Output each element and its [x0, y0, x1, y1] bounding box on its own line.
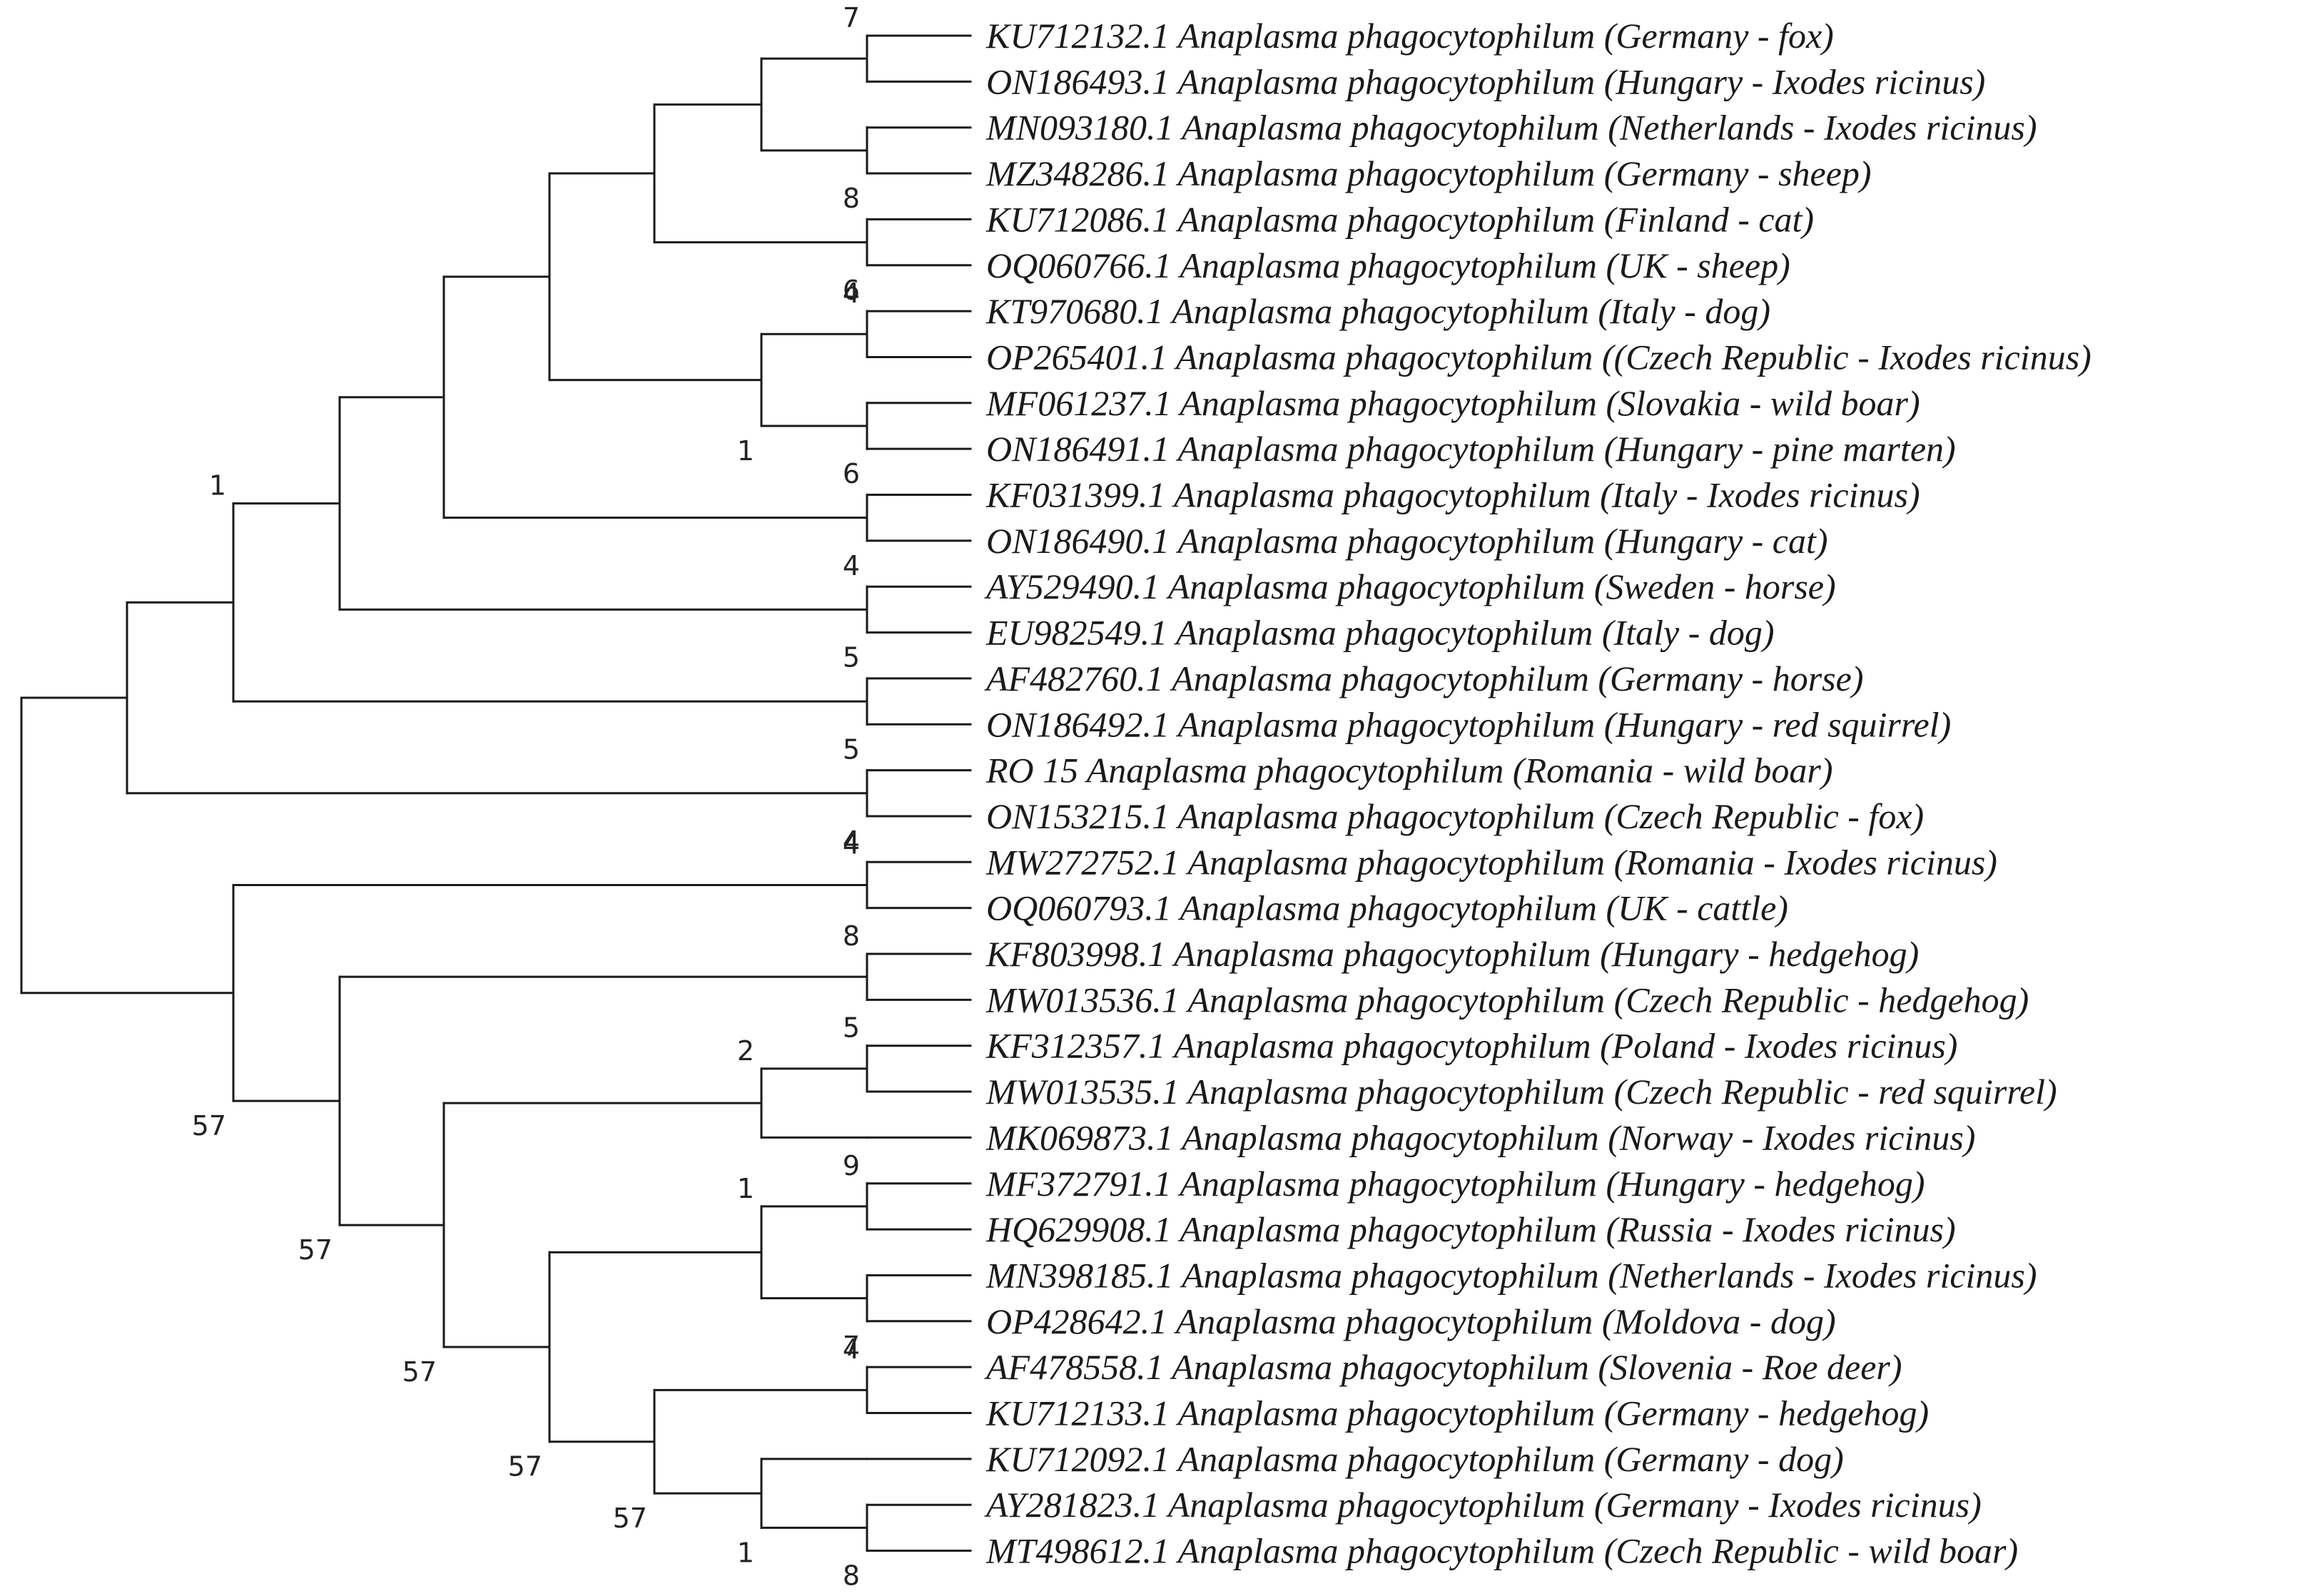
- support-value: 5: [843, 733, 860, 765]
- support-value: 57: [192, 1110, 226, 1142]
- support-value: 57: [402, 1356, 437, 1388]
- tip-label: OQ060766.1 Anaplasma phagocytophilum (UK…: [986, 245, 1790, 285]
- tip-label: AY281823.1 Anaplasma phagocytophilum (Ge…: [984, 1485, 1982, 1525]
- tip-label: ON186490.1 Anaplasma phagocytophilum (Hu…: [986, 521, 1828, 561]
- tip-label: KT970680.1 Anaplasma phagocytophilum (It…: [985, 291, 1770, 331]
- tip-label: ON186492.1 Anaplasma phagocytophilum (Hu…: [986, 704, 1951, 744]
- tree-branches: [20, 34, 972, 1552]
- tip-label: MF061237.1 Anaplasma phagocytophilum (Sl…: [985, 383, 1920, 423]
- tip-label: KU712132.1 Anaplasma phagocytophilum (Ge…: [985, 16, 1834, 56]
- support-value: 7: [843, 1331, 860, 1362]
- support-value: 57: [298, 1234, 333, 1266]
- support-value: 9: [843, 1150, 860, 1181]
- tip-label: MN398185.1 Anaplasma phagocytophilum (Ne…: [985, 1255, 2037, 1295]
- support-value: 7: [843, 2, 860, 34]
- tip-label: KU712133.1 Anaplasma phagocytophilum (Ge…: [985, 1393, 1929, 1433]
- support-value: 4: [843, 828, 860, 860]
- support-value: 4: [843, 278, 860, 309]
- tip-label: HQ629908.1 Anaplasma phagocytophilum (Ru…: [985, 1209, 1956, 1249]
- tip-label: MT498612.1 Anaplasma phagocytophilum (Cz…: [985, 1531, 2018, 1571]
- tip-label: MK069873.1 Anaplasma phagocytophilum (No…: [985, 1117, 1975, 1157]
- tip-label: EU982549.1 Anaplasma phagocytophilum (It…: [985, 613, 1775, 653]
- support-value: 4: [843, 825, 860, 857]
- tip-label: MW272752.1 Anaplasma phagocytophilum (Ro…: [985, 842, 1997, 882]
- tip-label: KU712092.1 Anaplasma phagocytophilum (Ge…: [985, 1439, 1844, 1479]
- support-value: 8: [843, 920, 860, 952]
- support-value: 4: [843, 550, 860, 581]
- support-value: 57: [613, 1503, 647, 1534]
- tip-label: MZ348286.1 Anaplasma phagocytophilum (Ge…: [985, 153, 1872, 193]
- support-value: 8: [843, 1560, 860, 1592]
- tip-labels: KU712132.1 Anaplasma phagocytophilum (Ge…: [984, 16, 2091, 1571]
- support-value: 1: [737, 1537, 754, 1568]
- tip-label: OQ060793.1 Anaplasma phagocytophilum (UK…: [986, 888, 1788, 928]
- tip-label: MN093180.1 Anaplasma phagocytophilum (Ne…: [985, 108, 2037, 148]
- tip-label: ON153215.1 Anaplasma phagocytophilum (Cz…: [986, 796, 1924, 836]
- tip-label: OP428642.1 Anaplasma phagocytophilum (Mo…: [986, 1301, 1836, 1341]
- support-value: 6: [843, 275, 860, 306]
- support-value: 2: [737, 1035, 754, 1067]
- tip-label: ON186493.1 Anaplasma phagocytophilum (Hu…: [986, 61, 1985, 101]
- support-value: 1: [209, 470, 226, 502]
- tip-label: OP265401.1 Anaplasma phagocytophilum ((C…: [986, 337, 2091, 377]
- tip-label: MW013536.1 Anaplasma phagocytophilum (Cz…: [985, 980, 2029, 1020]
- support-value: 5: [843, 642, 860, 674]
- support-value: 5: [843, 1012, 860, 1044]
- tip-label: KU712086.1 Anaplasma phagocytophilum (Fi…: [985, 199, 1814, 239]
- support-value: 57: [508, 1451, 542, 1483]
- tip-label: AY529490.1 Anaplasma phagocytophilum (Sw…: [984, 566, 1836, 606]
- support-value: 8: [843, 183, 860, 214]
- support-value: 1: [737, 1173, 754, 1204]
- tip-label: AF478558.1 Anaplasma phagocytophilum (Sl…: [984, 1347, 1902, 1387]
- tip-label: AF482760.1 Anaplasma phagocytophilum (Ge…: [984, 659, 1863, 698]
- tip-label: KF031399.1 Anaplasma phagocytophilum (It…: [985, 475, 1920, 515]
- tip-label: ON186491.1 Anaplasma phagocytophilum (Hu…: [986, 429, 1956, 469]
- tip-label: RO 15 Anaplasma phagocytophilum (Romania…: [985, 751, 1833, 791]
- tip-label: MW013535.1 Anaplasma phagocytophilum (Cz…: [985, 1072, 2057, 1112]
- tip-label: MF372791.1 Anaplasma phagocytophilum (Hu…: [985, 1164, 1925, 1204]
- tip-label: KF803998.1 Anaplasma phagocytophilum (Hu…: [985, 934, 1919, 974]
- support-value: 4: [843, 1333, 860, 1365]
- support-value: 6: [843, 458, 860, 489]
- support-value: 1: [737, 435, 754, 467]
- tip-label: KF312357.1 Anaplasma phagocytophilum (Po…: [985, 1026, 1957, 1066]
